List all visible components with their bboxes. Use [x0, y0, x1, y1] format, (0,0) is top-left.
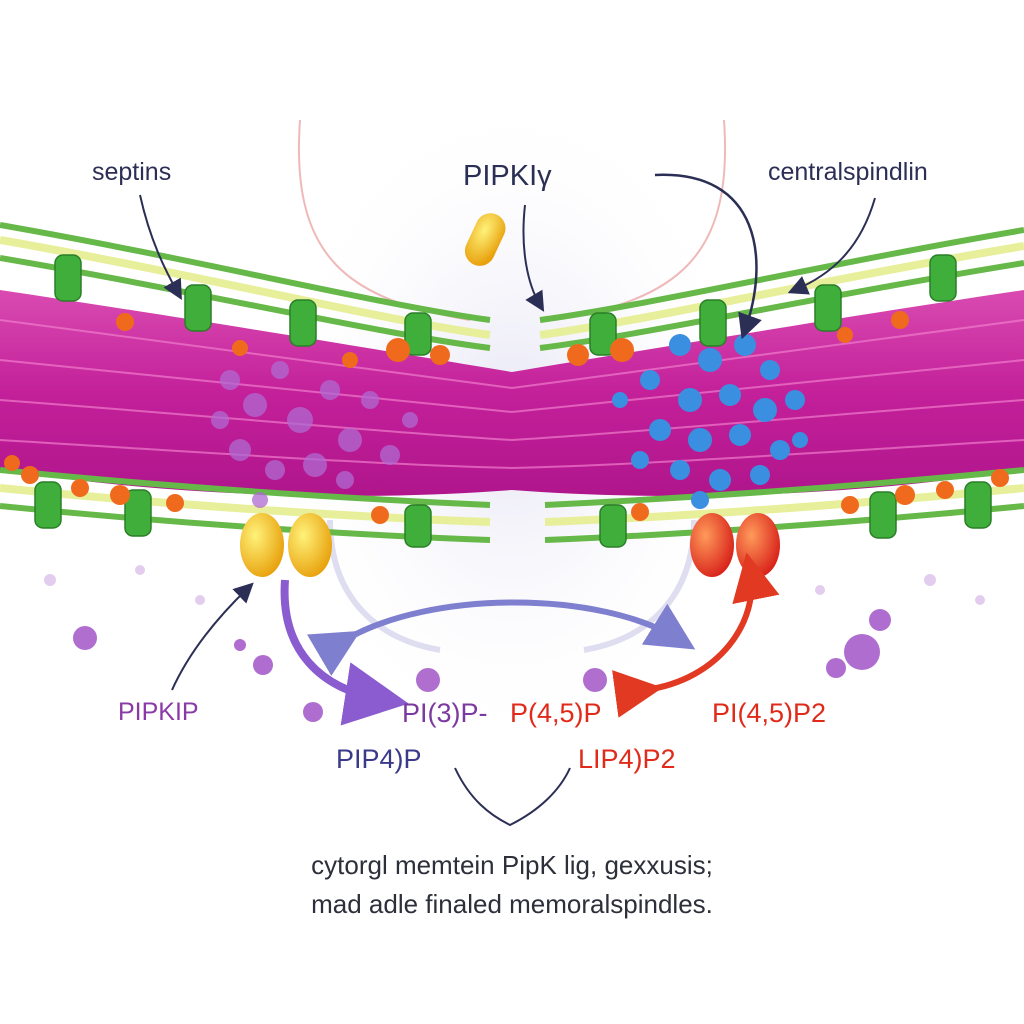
pipkip-label: PIPKIP — [118, 698, 199, 726]
merge-connector — [454, 767, 571, 827]
pipkip-pointer — [171, 582, 254, 691]
faint-vesicles — [44, 565, 985, 605]
pi3p-label: PI(3)P- — [402, 698, 488, 728]
septins-pointer — [139, 194, 182, 300]
pipkip-kinase — [240, 513, 332, 577]
contractile-ring — [0, 290, 1024, 496]
septin-subunits — [34, 254, 992, 548]
pi45p-label: P(4,5)P — [510, 698, 602, 728]
centralspindlin-pointer-1 — [654, 173, 762, 340]
pipk-label: PIPKIγ — [463, 160, 552, 192]
orange-proteins — [4, 311, 1009, 524]
ring-filaments — [0, 319, 1024, 470]
centralspindlin-pointer-2 — [787, 197, 876, 295]
centralspindlin-cluster — [612, 334, 808, 509]
caption-line-2: mad adle finaled memoralspindles. — [311, 889, 713, 919]
lip4p2-label: LIP4)P2 — [578, 744, 676, 774]
septins-label: septins — [92, 158, 172, 186]
pi45p2-label: PI(4,5)P2 — [712, 698, 827, 728]
red-conversion-arrow — [612, 552, 780, 718]
purple-protein-cluster — [211, 361, 418, 508]
purple-conversion-arrow — [280, 579, 409, 726]
centralspindlin-label: centralspindlin — [768, 158, 928, 186]
pip4p-label: PIP4)P — [336, 744, 422, 774]
pipk-capsule — [464, 213, 506, 266]
caption-line-1: cytorgl memtein PipK lig, gexxusis; — [311, 850, 713, 880]
pipk-pointer — [522, 204, 545, 312]
